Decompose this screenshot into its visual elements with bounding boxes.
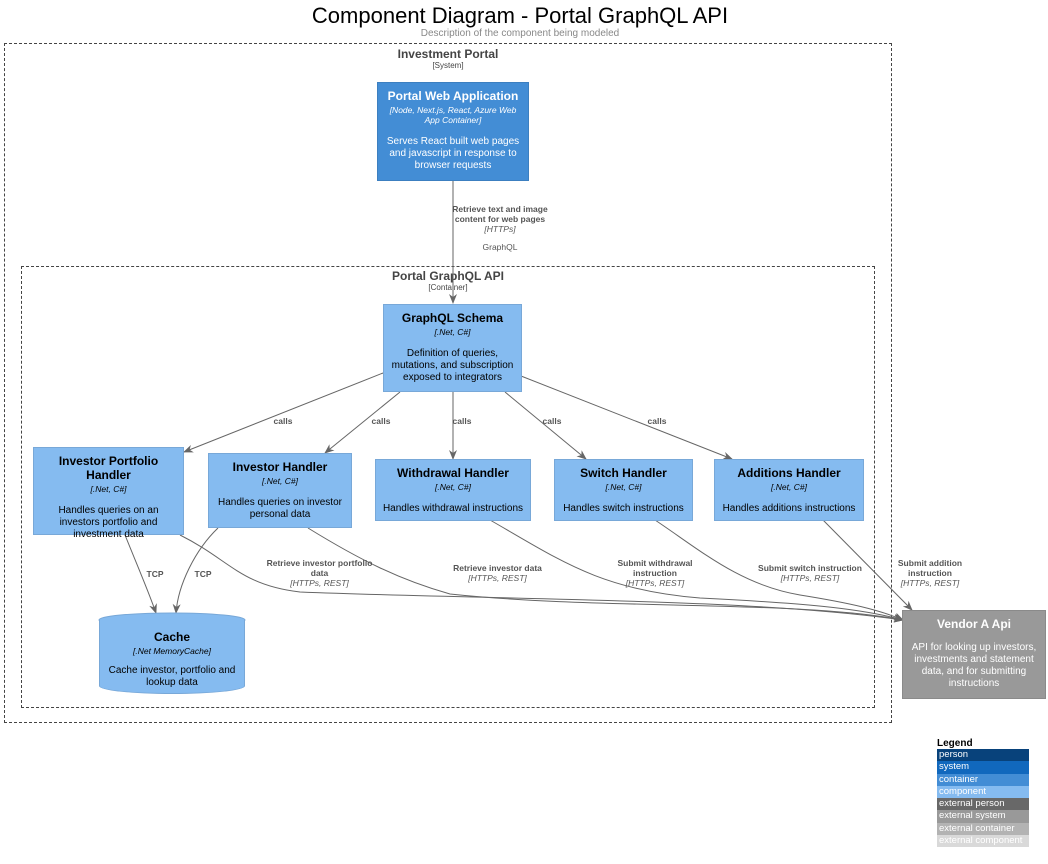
rel-tcp-investor: TCP <box>188 569 218 579</box>
node-desc: Handles additions instructions <box>722 503 856 514</box>
node-title: Additions Handler <box>737 466 841 480</box>
node-title: Portal Web Application <box>387 89 519 103</box>
rel-tech: [HTTPs, REST] <box>780 573 840 583</box>
legend-item-external-component: external component <box>937 835 1029 848</box>
container-boundary <box>21 266 875 708</box>
rel-label: Retrieve investor data <box>453 563 542 573</box>
edge-withdrawal-to-vendor <box>489 519 904 622</box>
edge-switch-to-vendor <box>654 519 904 621</box>
rel-switch-vendor: Submit switch instruction [HTTPs, REST] <box>750 563 870 583</box>
node-title: Investor Portfolio Handler <box>58 454 159 482</box>
node-tech: [.Net, C#] <box>90 484 127 494</box>
rel-label: TCP <box>194 569 212 579</box>
legend-title: Legend <box>937 738 973 749</box>
edge-portfolio-to-cache <box>124 534 157 614</box>
node-tech: [.Net, C#] <box>771 482 807 492</box>
node-additions-handler[interactable]: Additions Handler [.Net, C#] Handles add… <box>714 459 864 521</box>
container-boundary-type: [Container] <box>428 283 468 292</box>
system-boundary-label: Investment Portal <box>397 47 499 61</box>
rel-calls-portfolio: calls <box>268 416 298 426</box>
node-vendor-a-api[interactable]: Vendor A Api API for looking up investor… <box>902 610 1046 699</box>
rel-tech: [HTTPs, REST] <box>900 578 960 588</box>
rel-calls-withdrawal: calls <box>447 416 477 426</box>
node-title: Withdrawal Handler <box>397 466 509 480</box>
legend: Legend person system container component… <box>937 738 1029 848</box>
diagram-title: Component Diagram - Portal GraphQL API <box>311 3 729 28</box>
node-graphql-schema[interactable]: GraphQL Schema [.Net, C#] Definition of … <box>383 304 522 392</box>
node-title: GraphQL Schema <box>401 311 504 325</box>
node-desc: Cache investor, portfolio and lookup dat… <box>108 665 236 688</box>
edge-schema-to-switch <box>504 391 587 460</box>
node-tech: [.Net MemoryCache] <box>133 646 211 656</box>
rel-tcp-portfolio: TCP <box>140 569 170 579</box>
rel-label: Submit addition instruction <box>897 558 963 578</box>
rel-label: calls <box>542 416 562 426</box>
rel-label: Retrieve investor portfolio data <box>266 558 373 578</box>
edge-investor-to-vendor <box>307 527 904 623</box>
rel-tech: [HTTPs] <box>484 224 516 234</box>
node-withdrawal-handler[interactable]: Withdrawal Handler [.Net, C#] Handles wi… <box>375 459 531 521</box>
node-tech: [.Net, C#] <box>605 482 642 492</box>
legend-item-container: container <box>937 773 1029 786</box>
system-boundary <box>4 43 892 723</box>
legend-item-external-system: external system <box>937 810 1029 823</box>
node-desc: Handles queries on an investors portfoli… <box>58 505 159 540</box>
rel-label: Submit withdrawal instruction <box>617 558 693 578</box>
edge-schema-to-portfolio <box>183 372 384 453</box>
node-desc: Handles withdrawal instructions <box>382 503 524 514</box>
rel-calls-investor: calls <box>366 416 396 426</box>
rel-label: calls <box>371 416 391 426</box>
rel-investor-vendor: Retrieve investor data [HTTPs, REST] <box>440 563 555 583</box>
node-tech: [.Net, C#] <box>435 482 471 492</box>
rel-label: Retrieve text and image content for web … <box>452 204 548 224</box>
node-investor-portfolio-handler[interactable]: Investor Portfolio Handler [.Net, C#] Ha… <box>33 447 184 540</box>
rel-portfolio-vendor: Retrieve investor portfolio data [HTTPs,… <box>262 558 377 588</box>
node-tech: [.Net, C#] <box>262 476 298 486</box>
rel-label: Submit switch instruction <box>758 563 862 573</box>
node-tech: [Node, Next.js, React, Azure Web App Con… <box>389 105 517 125</box>
node-investor-handler[interactable]: Investor Handler [.Net, C#] Handles quer… <box>208 453 352 528</box>
rel-tech: [HTTPs, REST] <box>290 578 349 588</box>
node-cache[interactable]: Cache [.Net MemoryCache] Cache investor,… <box>99 620 245 694</box>
edge-investor-to-cache <box>172 527 219 614</box>
legend-item-external-person: external person <box>937 798 1029 811</box>
rel-tech: [HTTPs, REST] <box>625 578 685 588</box>
node-title: Investor Handler <box>232 460 328 474</box>
node-title: Cache <box>153 630 191 644</box>
node-switch-handler[interactable]: Switch Handler [.Net, C#] Handles switch… <box>554 459 693 521</box>
node-desc: API for looking up investors, investment… <box>911 642 1037 689</box>
rel-extra: GraphQL <box>482 242 518 252</box>
rel-label: calls <box>273 416 293 426</box>
node-title: Switch Handler <box>580 466 667 480</box>
node-desc: Handles switch instructions <box>563 503 684 514</box>
rel-label: calls <box>452 416 472 426</box>
legend-item-component: component <box>937 785 1029 799</box>
node-desc: Definition of queries, mutations, and su… <box>391 348 514 383</box>
legend-item-system: system <box>937 761 1029 774</box>
node-desc: Serves React built web pages and javascr… <box>386 136 520 171</box>
system-boundary-type: [System] <box>432 61 464 70</box>
rel-web-to-schema: Retrieve text and image content for web … <box>440 204 560 252</box>
rel-withdrawal-vendor: Submit withdrawal instruction [HTTPs, RE… <box>605 558 705 588</box>
rel-calls-additions: calls <box>642 416 672 426</box>
edge-schema-to-investor <box>324 391 401 454</box>
legend-item-person: person <box>937 749 1029 762</box>
diagram-subtitle: Description of the component being model… <box>420 28 620 39</box>
rel-tech: [HTTPs, REST] <box>468 573 527 583</box>
rel-calls-switch: calls <box>537 416 567 426</box>
node-desc: Handles queries on investor personal dat… <box>218 497 342 520</box>
rel-label: TCP <box>146 569 164 579</box>
edge-additions-to-vendor <box>822 519 913 611</box>
node-portal-web-application[interactable]: Portal Web Application [Node, Next.js, R… <box>377 82 529 181</box>
edge-schema-to-additions <box>520 375 733 460</box>
rel-additions-vendor: Submit addition instruction [HTTPs, REST… <box>890 558 970 588</box>
node-tech: [.Net, C#] <box>434 327 471 337</box>
rel-label: calls <box>647 416 667 426</box>
container-boundary-label: Portal GraphQL API <box>391 269 505 283</box>
legend-item-external-container: external container <box>937 822 1029 836</box>
node-title: Vendor A Api <box>936 617 1011 631</box>
